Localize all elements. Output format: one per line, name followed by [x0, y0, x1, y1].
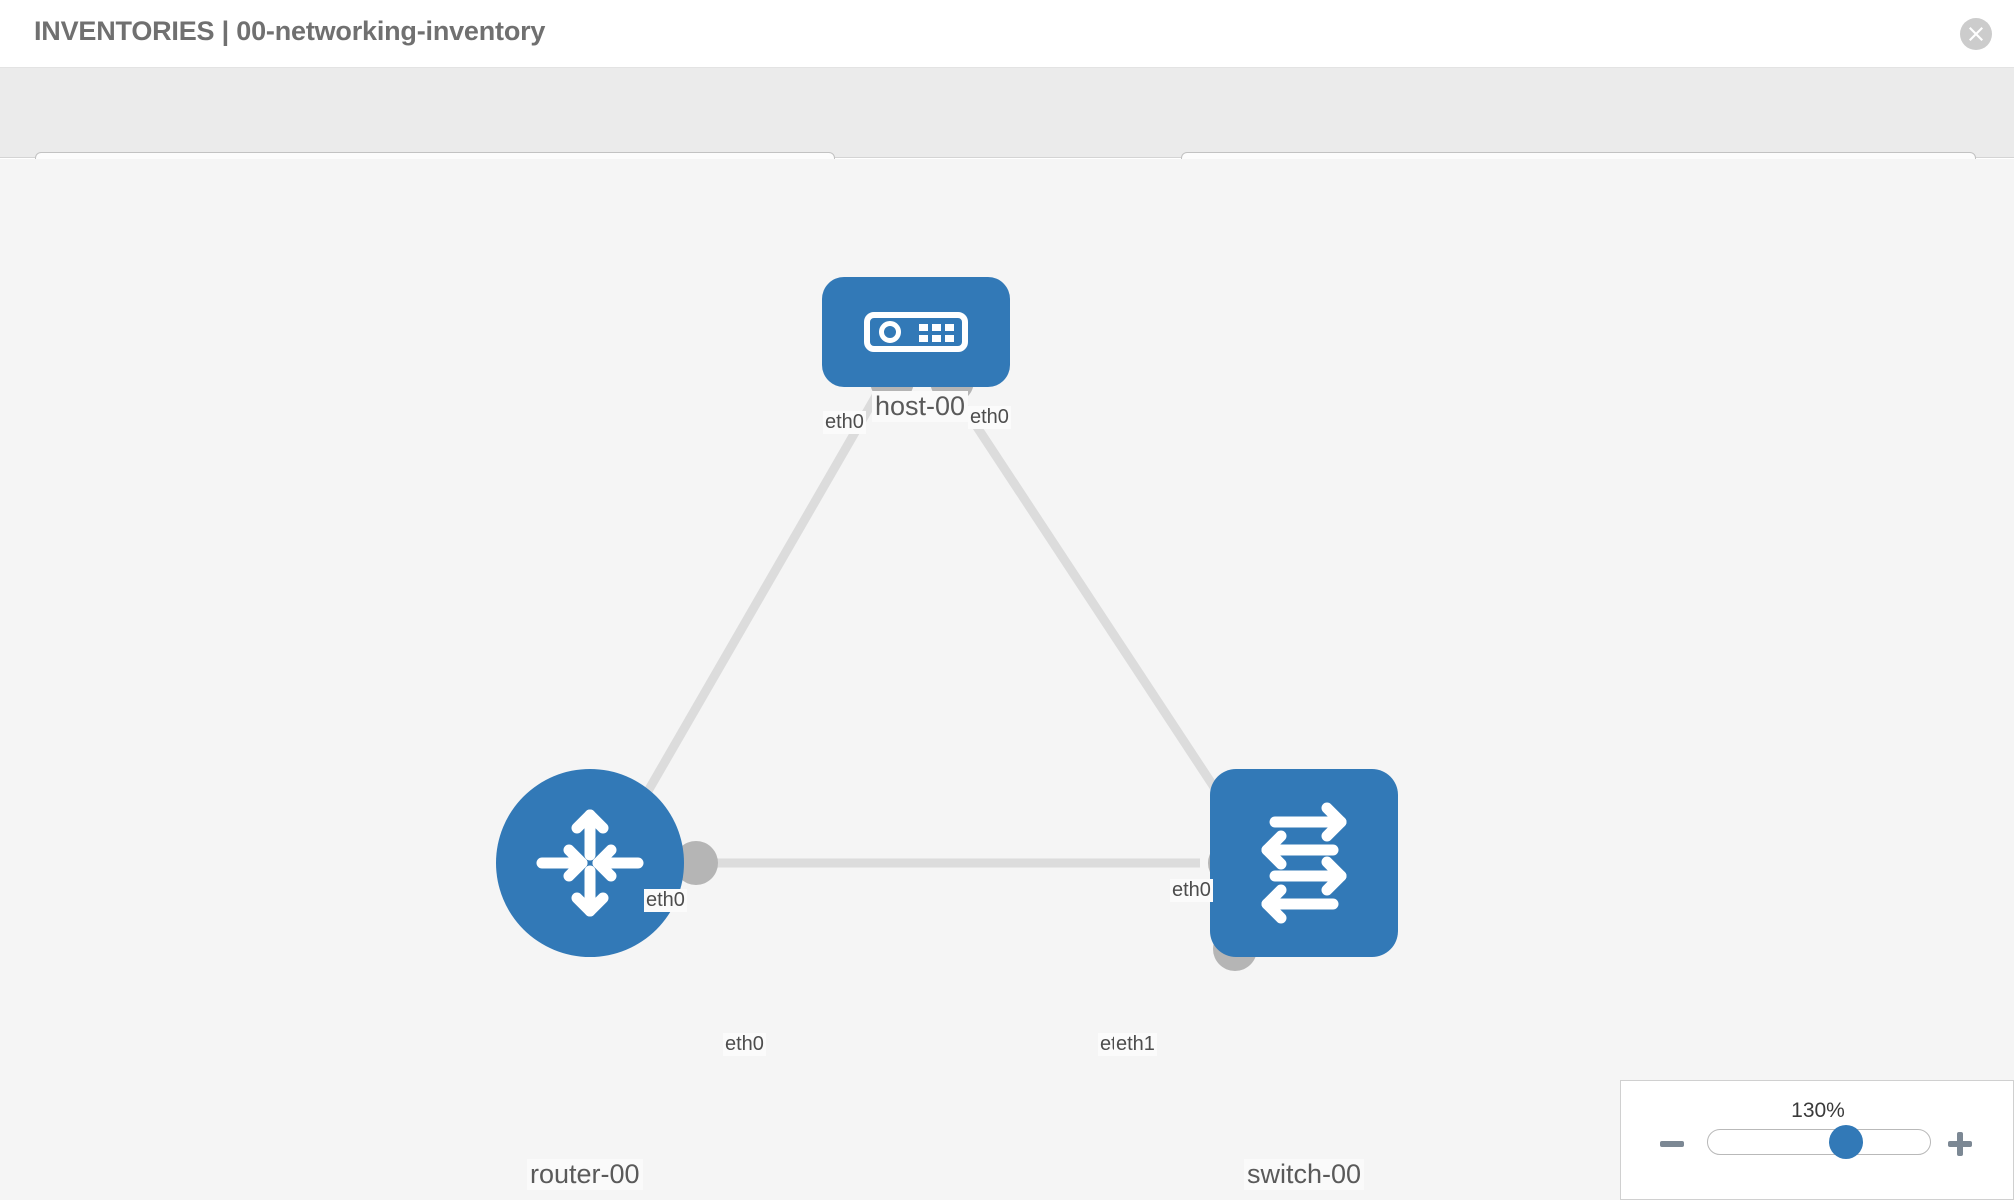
node-router-00[interactable]: [496, 769, 684, 957]
zoom-level-value: 130%: [1791, 1099, 1845, 1122]
minus-icon[interactable]: [1657, 1129, 1687, 1159]
switch-arrows-icon: [1261, 802, 1347, 924]
zoom-slider[interactable]: [1707, 1125, 1931, 1159]
close-icon[interactable]: [1960, 18, 1992, 50]
node-host-00[interactable]: [822, 277, 1010, 387]
slider-thumb[interactable]: [1828, 1125, 1863, 1159]
page-header: INVENTORIES | 00-networking-inventory: [0, 0, 2014, 68]
node-shape: [496, 769, 684, 957]
server-icon: [864, 312, 968, 352]
topology-canvas[interactable]: host-00 eth0 eth0 router-00 eth0 eth0: [0, 159, 2014, 1200]
router-arrows-icon: [536, 809, 644, 917]
node-shape: [822, 277, 1010, 387]
node-label-switch-00: switch-00: [1244, 1159, 1365, 1190]
page-title: INVENTORIES | 00-networking-inventory: [34, 16, 546, 46]
node-shape: [1210, 769, 1398, 957]
port-label: eth0: [723, 1033, 766, 1056]
port-label: eth1: [1114, 1033, 1157, 1056]
topology-links: [621, 386, 1239, 868]
toolbar: ACTIONS SEARCH: [0, 68, 2014, 208]
port-label: eth0: [1170, 879, 1213, 902]
node-label-router-00: router-00: [527, 1159, 643, 1190]
port-label: eth0: [823, 411, 866, 434]
node-label-host-00: host-00: [872, 391, 969, 422]
zoom-panel: 130%: [1620, 1080, 2014, 1200]
plus-icon[interactable]: [1945, 1129, 1975, 1159]
port-label: eth0: [968, 406, 1011, 429]
node-switch-00[interactable]: [1210, 769, 1398, 957]
port-label: eth0: [644, 889, 687, 912]
